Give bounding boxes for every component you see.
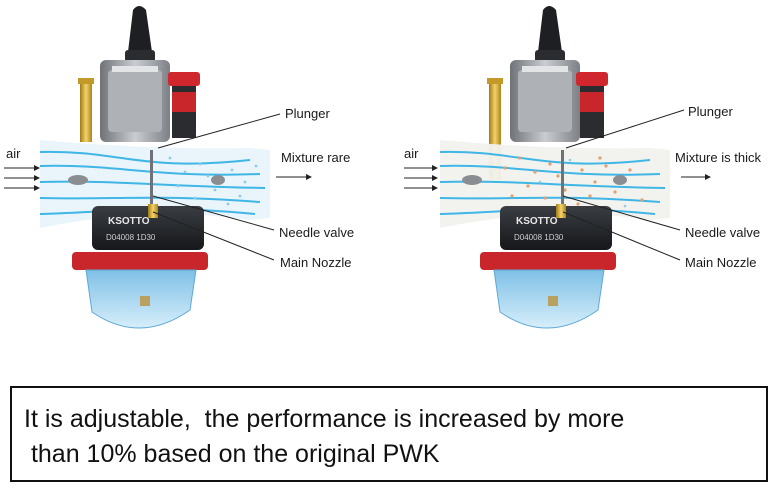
needle-valve-label: Needle valve (279, 225, 354, 240)
main-nozzle-label: Main Nozzle (685, 255, 757, 270)
lower-body: KSOTTO D04008 1D30 (72, 204, 208, 270)
caption-line-2: than 10% based on the original PWK (24, 440, 440, 468)
left-labels: air Plunger Mixture rare Needle valve Ma… (4, 106, 354, 270)
brand-logo: KSOTTO (108, 216, 150, 227)
plunger-label: Plunger (688, 104, 733, 119)
body-serial: D04008 1D30 (514, 233, 564, 242)
idle-knob (168, 72, 200, 138)
airflow-band (439, 140, 670, 228)
upper-housing (510, 60, 580, 142)
left-carburetor: KSOTTO D04008 1D30 air Plunger Mixture r… (4, 6, 354, 329)
air-label: air (404, 146, 419, 161)
caption-box: It is adjustable, the performance is inc… (10, 386, 768, 482)
right-labels: air Plunger Mixture is thick Needle valv… (404, 104, 761, 270)
float-bowl (85, 269, 197, 329)
caption-text: It is adjustable, the performance is inc… (24, 402, 764, 472)
needle-valve-label: Needle valve (685, 225, 760, 240)
plunger-label: Plunger (285, 106, 330, 121)
upper-housing (100, 60, 170, 142)
lower-body: KSOTTO D04008 1D30 (480, 204, 616, 270)
air-screw (78, 78, 94, 142)
mixture-label: Mixture rare (281, 150, 350, 165)
cable-cap (125, 6, 155, 62)
right-carburetor: KSOTTO D04008 1D30 air Plunger Mixture i… (404, 6, 761, 329)
float-bowl (493, 269, 605, 329)
mixture-label: Mixture is thick (675, 150, 761, 165)
main-nozzle-label: Main Nozzle (280, 255, 352, 270)
body-serial: D04008 1D30 (106, 233, 156, 242)
cable-cap (535, 6, 565, 62)
caption-line-1: It is adjustable, the performance is inc… (24, 405, 625, 433)
idle-knob (576, 72, 608, 138)
carburetor-diagram: KSOTTO D04008 1D30 air Plunger Mixture r… (4, 6, 761, 329)
air-label: air (6, 146, 21, 161)
brand-logo: KSOTTO (516, 216, 558, 227)
